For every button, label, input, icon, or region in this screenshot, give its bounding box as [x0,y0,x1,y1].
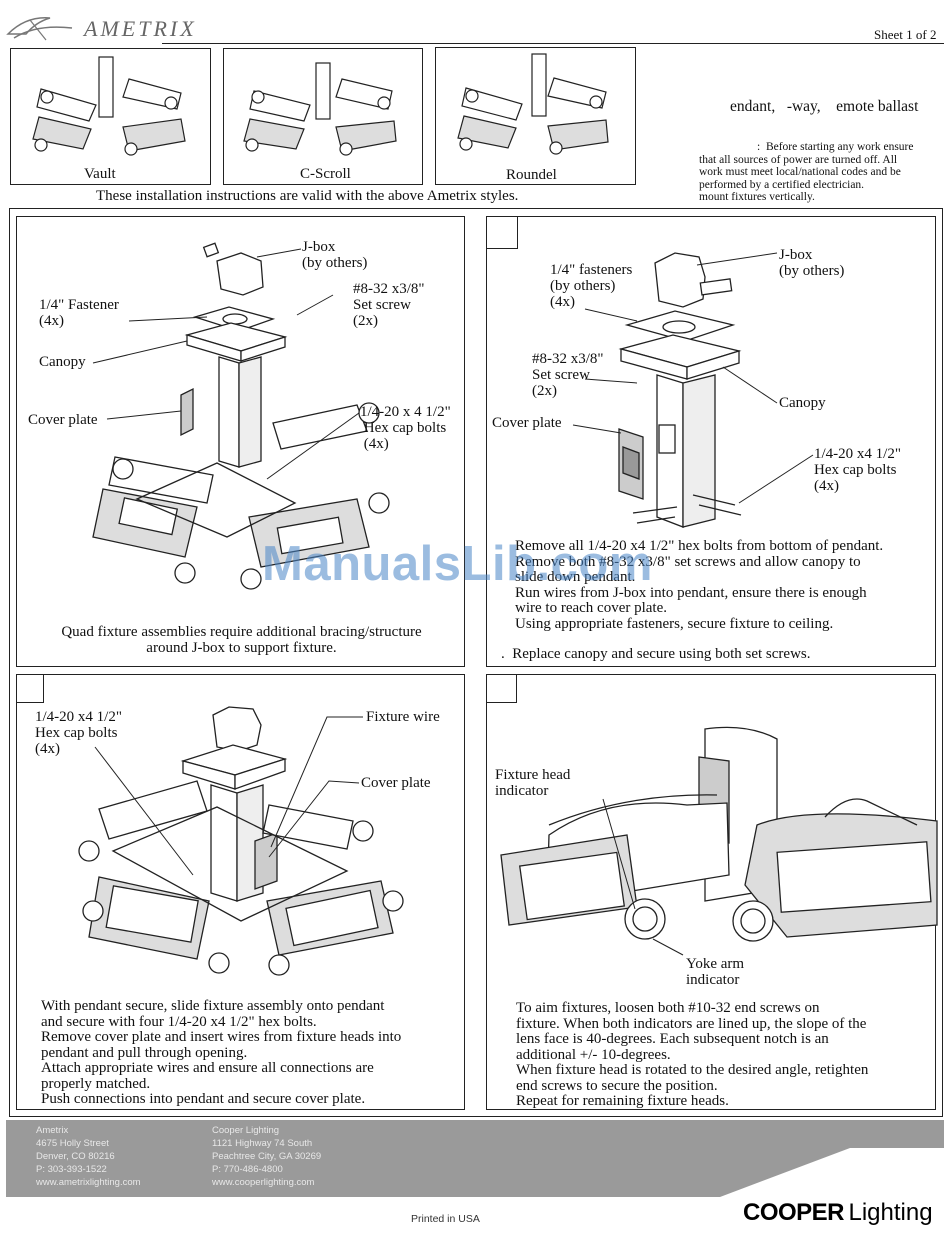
safety-warning: : Before starting any work ensure that a… [699,141,913,204]
step-line: properly matched. [41,1075,151,1092]
step-line: Remove both #8-32 x3/8" set screws and a… [515,553,861,570]
address-line[interactable]: www.ametrixlighting.com [36,1177,141,1188]
style-label-c-scroll: C-Scroll [300,166,351,182]
pendant-mount-illustration [572,252,814,528]
label-hex-bolts: 1/4-20 x4 1/2" Hex cap bolts (4x) [814,446,901,494]
step-line: Run wires from J-box into pendant, ensur… [515,584,867,601]
styles-caption: These installation instructions are vali… [96,188,519,204]
step-line: Remove all 1/4-20 x4 1/2" hex bolts from… [515,538,884,554]
panel-step-attach: 1/4-20 x4 1/2" Hex cap bolts (4x) Fixtur… [16,674,465,1110]
label-hex-bolts: 1/4-20 x4 1/2" Hex cap bolts (4x) [35,709,122,757]
fixture-aim-illustration [500,726,938,956]
ametrix-swoosh-icon [6,17,73,41]
caption-line: Quad fixture assemblies require addition… [61,624,422,640]
style-label-vault: Vault [84,166,116,182]
step-line: With pendant secure, slide fixture assem… [41,998,385,1014]
cooper-lighting-logo: COOPER Lighting [743,1199,933,1227]
panel-steps: To aim fixtures, loosen both #10-32 end … [516,1000,869,1110]
label-yoke-arm-indicator: Yoke arm indicator [686,956,745,988]
style-label-roundel: Roundel [506,167,557,183]
label-jbox: J-box (by others) [302,239,368,271]
header-rule [162,43,944,44]
logo-light: Lighting [848,1199,933,1226]
address-line: P: 303-393-1522 [36,1164,107,1175]
step-line: Push connections into pendant and secure… [41,1091,366,1107]
sheet-number: Sheet 1 of 2 [874,27,937,42]
step-line: wire to reach cover plate. [515,600,667,616]
panel-step-aim: Fixture head indicator Yoke arm indicato… [486,674,938,1110]
footer-white-wedge [720,1148,950,1228]
label-cover-plate: Cover plate [28,412,98,428]
address-line: P: 770-486-4800 [212,1164,283,1175]
step-number-box [16,674,44,703]
style-thumb-c-scroll: C-Scroll [223,48,423,185]
intro-subtitle: endant, -way, emote ballast [730,98,919,115]
pendant-exploded-illustration [92,242,390,590]
label-set-screw: #8-32 x3/8" Set screw (2x) [532,351,604,399]
brand-name: AMETRIX [84,16,197,41]
step-line: end screws to secure the position. [516,1077,718,1094]
label-fixture-wire: Fixture wire [366,709,440,725]
step-number-box [486,674,517,703]
warning-line: performed by a certified electrician. [699,178,865,191]
label-set-screw: #8-32 x3/8" Set screw (2x) [353,281,425,329]
watermark: ManualsLib.com [262,537,653,591]
label-jbox: J-box (by others) [779,247,845,279]
label-cover-plate: Cover plate [492,415,562,431]
logo-bold: COOPER [743,1199,845,1226]
warning-line: that all sources of power are turned off… [699,153,898,166]
cooper-address: Cooper Lighting 1121 Highway 74 South Pe… [212,1124,321,1189]
label-hex-bolts: 1/4-20 x 4 1/2" Hex cap bolts (4x) [360,404,451,452]
vault-fixture-illustration [32,56,186,156]
step-line: Remove cover plate and insert wires from… [41,1029,402,1045]
style-thumb-roundel: Roundel [435,47,636,185]
step-line: slide down pendant. [515,569,636,585]
step-line: pendant and pull through opening. [41,1044,248,1061]
address-line: Ametrix [36,1125,69,1136]
address-line: Denver, CO 80216 [36,1151,115,1162]
caption-line: around J-box to support fixture. [146,639,337,656]
panel-steps: Remove all 1/4-20 x4 1/2" hex bolts from… [515,538,884,632]
label-fastener: 1/4" Fastener (4x) [39,297,119,329]
roundel-fixture-illustration [457,53,609,155]
panel-overview: J-box (by others) 1/4" Fastener (4x) #8-… [16,216,465,667]
brand-logo: AMETRIX [6,10,194,44]
label-fixture-head-indicator: Fixture head indicator [495,767,571,799]
warning-line: : Before starting any work ensure [757,141,914,153]
address-line[interactable]: www.cooperlighting.com [212,1177,315,1188]
warning-line: work must meet local/national codes and … [699,166,901,178]
step-line: Using appropriate fasteners, secure fixt… [515,615,834,632]
ametrix-address: Ametrix 4675 Holly Street Denver, CO 802… [36,1124,141,1189]
printed-in: Printed in USA [411,1213,480,1225]
address-line: 4675 Holly Street [36,1138,109,1149]
step-line: Attach appropriate wires and ensure all … [41,1060,374,1076]
c-scroll-fixture-illustration [243,62,397,156]
style-thumb-vault: Vault [10,48,211,185]
instructions-frame [9,208,943,1117]
step-line: Repeat for remaining fixture heads. [516,1093,729,1109]
address-line: Peachtree City, GA 30269 [212,1151,322,1162]
address-line: 1121 Highway 74 South [212,1138,313,1149]
step-line: When fixture head is rotated to the desi… [516,1062,869,1078]
panel-last-step: . Replace canopy and secure using both s… [501,646,811,662]
panel-step-mount: J-box (by others) 1/4" fasteners (by oth… [486,216,936,667]
label-fasteners: 1/4" fasteners (by others) (4x) [550,262,633,310]
panel-steps: With pendant secure, slide fixture assem… [41,998,402,1108]
step-line: lens face is 40-degrees. Each subsequent… [516,1031,829,1047]
label-canopy: Canopy [39,354,86,370]
address-line: Cooper Lighting [212,1125,280,1136]
step-line: fixture. When both indicators are lined … [516,1015,867,1032]
step-number-box [486,216,518,249]
label-canopy: Canopy [779,395,826,411]
step-line: To aim fixtures, loosen both #10-32 end … [516,1000,820,1016]
step-line: and secure with four 1/4-20 x4 1/2" hex … [41,1013,317,1030]
label-cover-plate: Cover plate [361,775,431,791]
panel-caption: Quad fixture assemblies require addition… [17,624,466,656]
fixture-attach-illustration [78,706,404,976]
warning-line: mount fixtures vertically. [699,191,815,203]
step-line: additional +/- 10-degrees. [516,1046,671,1063]
